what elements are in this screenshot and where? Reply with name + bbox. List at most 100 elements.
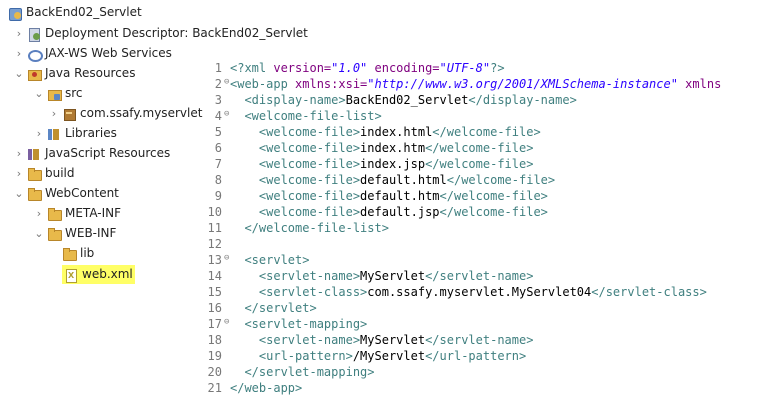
line-number: 16: [207, 301, 222, 315]
tree-item-label: Libraries: [65, 126, 117, 140]
tree-item-src[interactable]: ⌄ src: [33, 84, 83, 103]
tree-item-label: lib: [80, 246, 95, 260]
fold-toggle-icon[interactable]: ⊖: [224, 253, 230, 263]
tree-item-label: WebContent: [45, 186, 119, 200]
xml-file-icon: [64, 268, 78, 283]
chevron-down-icon[interactable]: ⌄: [14, 187, 24, 200]
code-line: 19 <url-pattern>/MyServlet</url-pattern>: [204, 348, 764, 364]
line-number: 2: [214, 77, 222, 91]
line-number: 14: [207, 269, 222, 283]
code-line: 2⊖<web-app xmlns:xsi="http://www.w3.org/…: [204, 76, 764, 92]
chevron-down-icon[interactable]: ⌄: [14, 67, 24, 80]
folder-icon: [27, 187, 42, 201]
tree-item-label: src: [65, 86, 83, 100]
code-line: 15 <servlet-class>com.ssafy.myservlet.My…: [204, 284, 764, 300]
line-number: 18: [207, 333, 222, 347]
line-number: 21: [207, 381, 222, 395]
line-number: 15: [207, 285, 222, 299]
line-number: 17: [207, 317, 222, 331]
chevron-down-icon[interactable]: ⌄: [34, 227, 44, 240]
tree-item-project[interactable]: BackEnd02_Servlet: [8, 3, 142, 22]
line-number: 8: [214, 173, 222, 187]
code-line: 11 </welcome-file-list>: [204, 220, 764, 236]
tree-item-java-resources[interactable]: ⌄ Java Resources: [13, 64, 135, 83]
tree-item-label: BackEnd02_Servlet: [26, 5, 142, 19]
code-line: 14 <servlet-name>MyServlet</servlet-name…: [204, 268, 764, 284]
chevron-right-icon[interactable]: ›: [36, 207, 42, 220]
tree-item-label: JAX-WS Web Services: [45, 46, 172, 60]
tree-item-build[interactable]: › build: [13, 164, 75, 183]
project-icon: [8, 6, 22, 21]
folder-icon: [27, 167, 42, 181]
code-line: 4⊖ <welcome-file-list>: [204, 108, 764, 124]
tree-item-web-inf[interactable]: ⌄ WEB-INF: [33, 224, 116, 243]
chevron-right-icon[interactable]: ›: [16, 27, 22, 40]
project-explorer: BackEnd02_Servlet › Deployment Descripto…: [0, 0, 308, 409]
tree-item-webcontent[interactable]: ⌄ WebContent: [13, 184, 119, 203]
chevron-right-icon[interactable]: ›: [51, 107, 57, 120]
code-line: 20 </servlet-mapping>: [204, 364, 764, 380]
tree-item-label: build: [45, 166, 75, 180]
tree-item-label: web.xml: [82, 267, 133, 281]
chevron-right-icon[interactable]: ›: [16, 47, 22, 60]
code-line: 17⊖ <servlet-mapping>: [204, 316, 764, 332]
code-line: 21</web-app>: [204, 380, 764, 396]
line-number: 5: [214, 125, 222, 139]
line-number: 9: [214, 189, 222, 203]
folder-icon: [47, 227, 62, 241]
chevron-right-icon[interactable]: ›: [36, 127, 42, 140]
libraries-icon: [47, 127, 61, 141]
tree-item-label: META-INF: [65, 206, 122, 220]
code-line: 3 <display-name>BackEnd02_Servlet</displ…: [204, 92, 764, 108]
chevron-right-icon[interactable]: ›: [16, 167, 22, 180]
tree-item-lib[interactable]: lib: [62, 244, 94, 263]
line-number: 6: [214, 141, 222, 155]
folder-icon: [47, 207, 62, 221]
line-number: 13: [207, 253, 222, 267]
xml-editor[interactable]: 1<?xml version="1.0" encoding="UTF-8"?> …: [204, 60, 764, 396]
code-line: 5 <welcome-file>index.html</welcome-file…: [204, 124, 764, 140]
code-line: 7 <welcome-file>index.jsp</welcome-file>: [204, 156, 764, 172]
line-number: 11: [207, 221, 222, 235]
code-line: 18 <servlet-name>MyServlet</servlet-name…: [204, 332, 764, 348]
tree-item-web-xml[interactable]: web.xml: [62, 265, 135, 284]
source-folder-icon: [47, 87, 62, 101]
tree-item-deployment-descriptor[interactable]: › Deployment Descriptor: BackEnd02_Servl…: [13, 24, 308, 43]
package-icon: [62, 107, 76, 121]
code-line: 10 <welcome-file>default.jsp</welcome-fi…: [204, 204, 764, 220]
tree-item-jax-ws[interactable]: › JAX-WS Web Services: [13, 44, 172, 63]
line-number: 20: [207, 365, 222, 379]
javascript-libraries-icon: [27, 147, 41, 161]
code-line: 8 <welcome-file>default.html</welcome-fi…: [204, 172, 764, 188]
line-number: 12: [207, 237, 222, 251]
chevron-down-icon[interactable]: ⌄: [34, 87, 44, 100]
tree-item-label: com.ssafy.myservlet: [80, 106, 203, 120]
tree-item-label: WEB-INF: [65, 226, 117, 240]
code-line: 12: [204, 236, 764, 252]
tree-item-label: Deployment Descriptor: BackEnd02_Servlet: [45, 26, 308, 40]
tree-item-label: Java Resources: [45, 66, 136, 80]
tree-item-label: JavaScript Resources: [45, 146, 171, 160]
code-line: 16 </servlet>: [204, 300, 764, 316]
web-services-icon: [27, 47, 43, 62]
fold-toggle-icon[interactable]: ⊖: [224, 317, 230, 327]
java-resources-icon: [27, 67, 42, 81]
line-number: 4: [214, 109, 222, 123]
line-number: 1: [214, 61, 222, 75]
fold-toggle-icon[interactable]: ⊖: [224, 109, 230, 119]
fold-toggle-icon[interactable]: ⊖: [224, 77, 230, 87]
deployment-descriptor-icon: [27, 27, 41, 42]
line-number: 19: [207, 349, 222, 363]
tree-item-package[interactable]: › com.ssafy.myservlet: [48, 104, 202, 123]
code-line: 13⊖ <servlet>: [204, 252, 764, 268]
folder-icon: [62, 247, 77, 261]
line-number: 10: [207, 205, 222, 219]
tree-item-javascript-resources[interactable]: › JavaScript Resources: [13, 144, 170, 163]
tree-item-meta-inf[interactable]: › META-INF: [33, 204, 121, 223]
code-line: 9 <welcome-file>default.htm</welcome-fil…: [204, 188, 764, 204]
code-line: 6 <welcome-file>index.htm</welcome-file>: [204, 140, 764, 156]
tree-item-libraries[interactable]: › Libraries: [33, 124, 117, 143]
line-number: 3: [214, 93, 222, 107]
line-number: 7: [214, 157, 222, 171]
chevron-right-icon[interactable]: ›: [16, 147, 22, 160]
